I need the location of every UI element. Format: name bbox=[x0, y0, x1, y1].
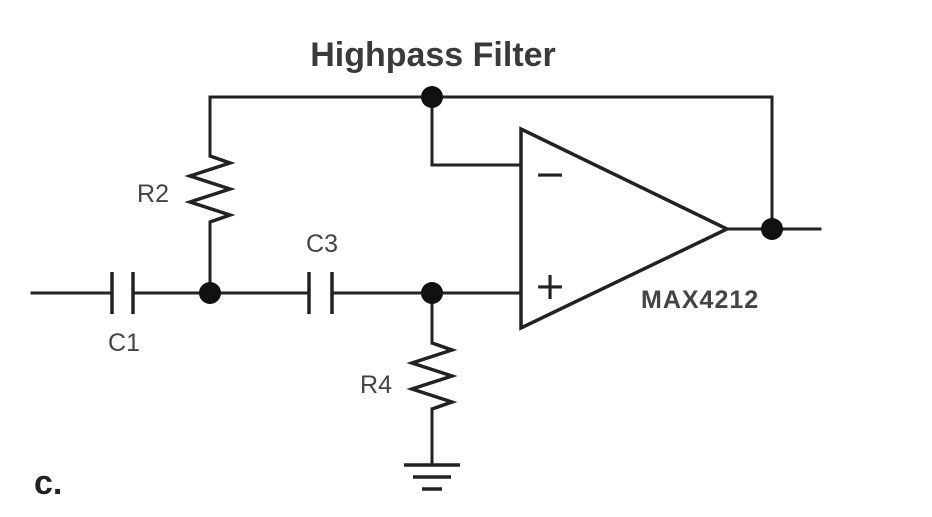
noninverting-input-sign: + bbox=[534, 264, 566, 308]
inverting-input-sign: − bbox=[534, 152, 566, 196]
junction-dot-r4 bbox=[421, 282, 443, 304]
junction-dot-output bbox=[761, 218, 783, 240]
r4-label: R4 bbox=[360, 371, 392, 399]
resistor-r2 bbox=[184, 95, 236, 295]
junction-dot-top bbox=[421, 86, 443, 108]
opamp-part-number: MAX4212 bbox=[641, 286, 759, 314]
opamp-triangle bbox=[519, 126, 732, 331]
ground-icon bbox=[404, 463, 460, 491]
r2-label: R2 bbox=[137, 180, 169, 208]
inverting-input-wire bbox=[430, 95, 523, 167]
feedback-wire bbox=[208, 95, 774, 231]
resistor-r4 bbox=[406, 291, 458, 465]
c3-label: C3 bbox=[306, 230, 338, 258]
capacitor-c1 bbox=[110, 272, 135, 314]
panel-label: c. bbox=[34, 464, 62, 502]
junction-dot-r2 bbox=[199, 282, 221, 304]
capacitor-c3 bbox=[307, 272, 334, 314]
c1-label: C1 bbox=[108, 329, 140, 357]
diagram-title: Highpass Filter bbox=[310, 36, 556, 74]
